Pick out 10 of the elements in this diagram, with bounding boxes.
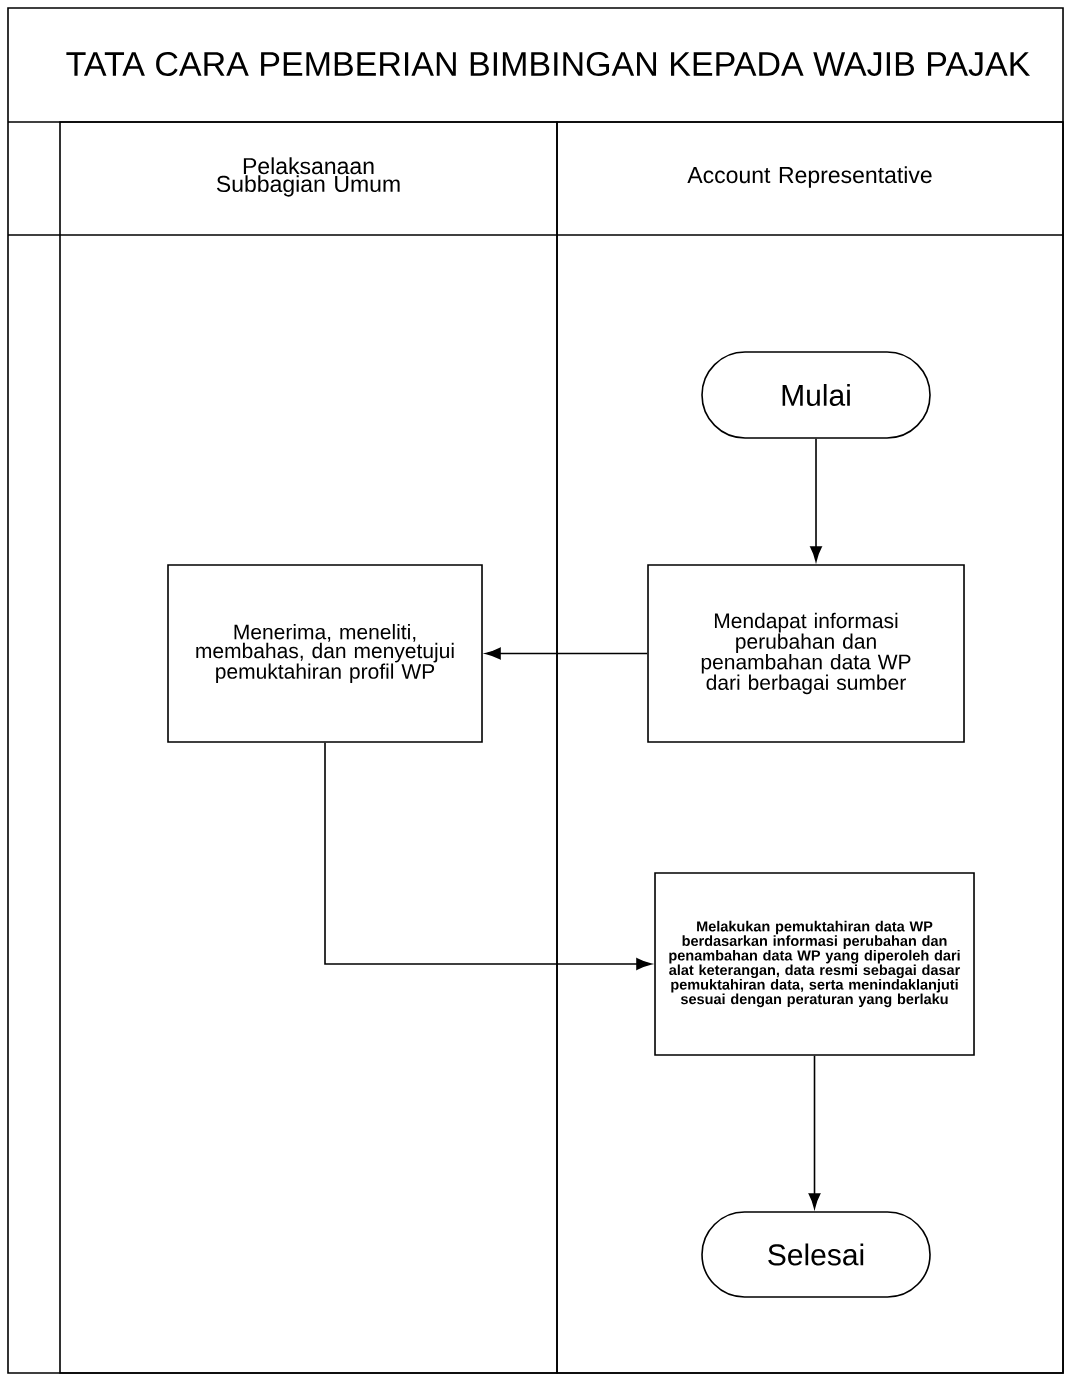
arrow (810, 438, 822, 562)
process-box: Mendapat informasi perubahan dan penambahan data WP dari berbagai sumber (647, 564, 965, 743)
arrow (808, 1055, 821, 1209)
arrow (485, 647, 648, 660)
process-box: Menerima, meneliti, membahas, dan menyetujui pemuktahiran profil WP (167, 564, 483, 743)
lane-header: Account Representative (687, 166, 932, 188)
title: TATA CARA PEMBERIAN BIMBINGAN KEPADA WAJIB PAJAK (66, 51, 1031, 76)
arrow (324, 742, 652, 970)
lane-header: Pelaksanaan Subbagian Umum (216, 157, 400, 197)
process-box: Melakukan pemuktahiran data WP berdasarkan informasi perubahan dan penambahan data WP yang diperoleh dari alat keterangan, data resmi sebagai dasar pemuktahiran data, serta menindaklanjuti sesuai dengan peraturan yang berlaku (654, 872, 975, 1056)
